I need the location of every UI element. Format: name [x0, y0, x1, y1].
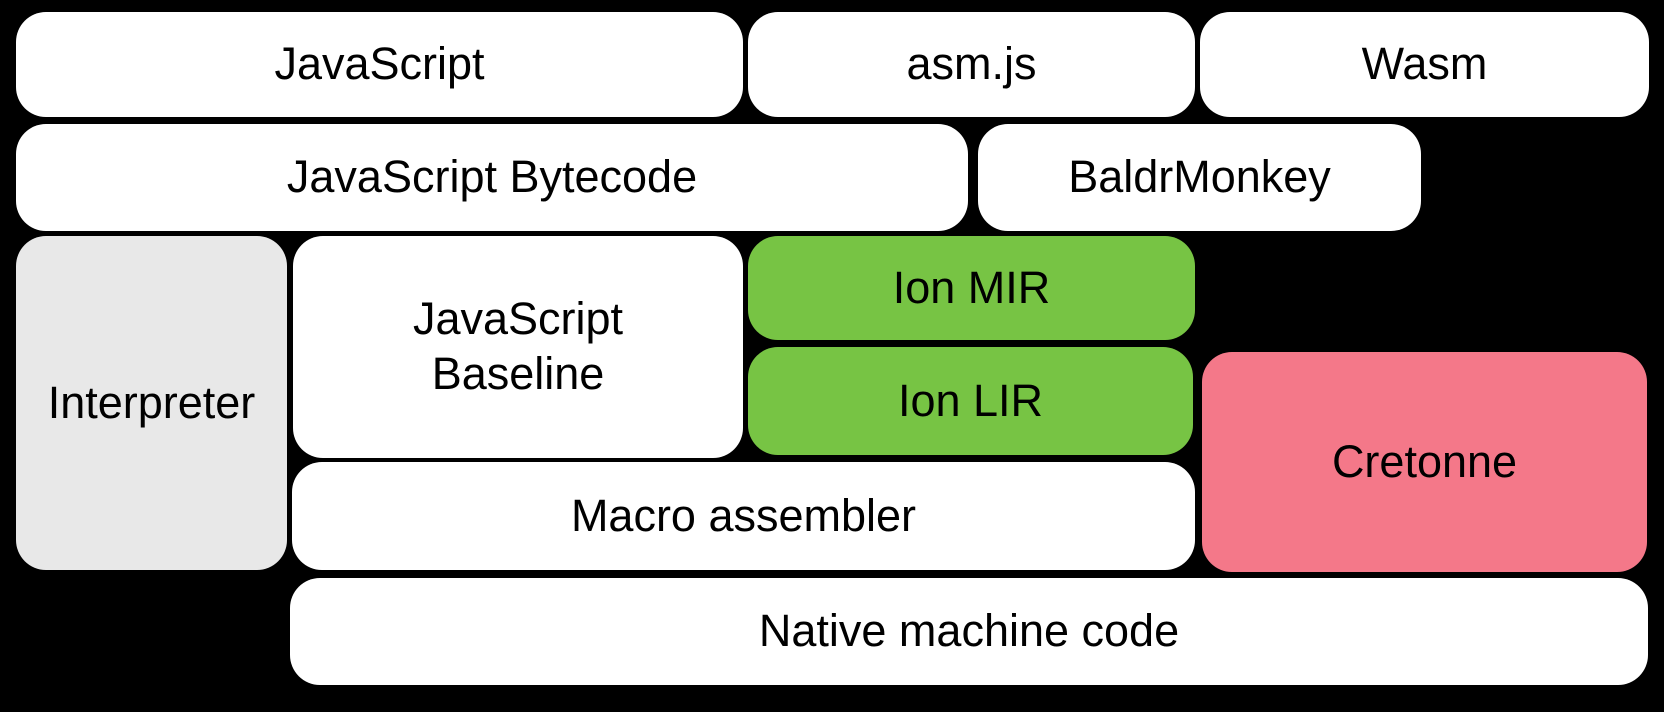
box-ion-lir: Ion LIR — [748, 347, 1193, 455]
box-javascript-baseline: JavaScript Baseline — [293, 236, 743, 458]
box-wasm: Wasm — [1200, 12, 1649, 117]
box-native-machine-code: Native machine code — [290, 578, 1648, 685]
box-javascript: JavaScript — [16, 12, 743, 117]
box-macro-assembler: Macro assembler — [292, 462, 1195, 570]
box-baldrmonkey: BaldrMonkey — [978, 124, 1421, 231]
box-ion-mir: Ion MIR — [748, 236, 1195, 340]
box-asm-js: asm.js — [748, 12, 1195, 117]
box-javascript-bytecode: JavaScript Bytecode — [16, 124, 968, 231]
box-cretonne: Cretonne — [1202, 352, 1647, 572]
box-interpreter: Interpreter — [16, 236, 287, 570]
